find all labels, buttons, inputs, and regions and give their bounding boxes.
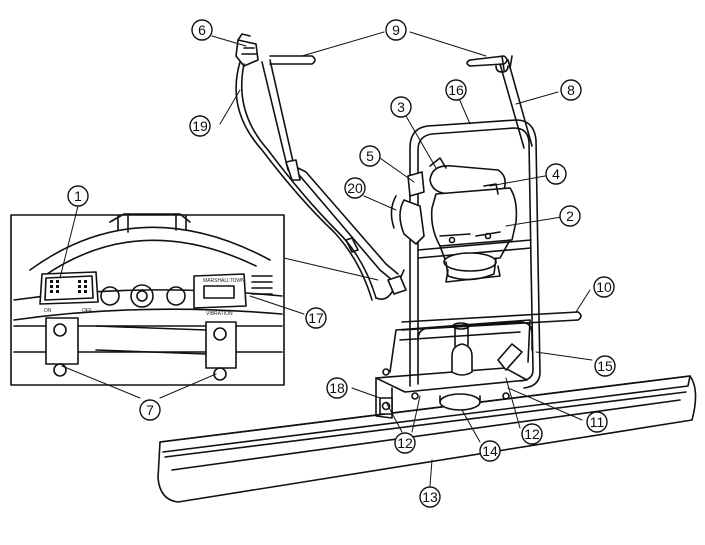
svg-text:8: 8 [567,82,575,98]
callout-12a: 12 [394,432,416,454]
svg-text:12: 12 [397,435,413,451]
callout-2: 2 [559,205,581,227]
svg-text:1: 1 [74,188,82,204]
hour-meter [193,273,273,309]
callout-8: 8 [560,79,582,101]
screed-blade [157,375,697,503]
callout-20: 20 [344,177,366,199]
callout-5: 5 [359,145,381,167]
mount-bracket-right [205,321,237,381]
callout-11: 11 [586,411,608,433]
on-off-switch [39,271,99,305]
callout-3: 3 [390,96,412,118]
callout-1: 1 [67,185,89,207]
svg-text:16: 16 [448,82,464,98]
callout-6: 6 [191,19,213,41]
svg-text:9: 9 [392,22,400,38]
handle-assembly [235,33,533,301]
roll-cage [409,119,541,389]
svg-text:11: 11 [590,414,605,430]
throttle-cable [375,269,407,300]
svg-text:18: 18 [329,380,345,396]
svg-text:6: 6 [198,22,206,38]
meter-brand-label: MARSHALLTOWN [203,278,245,284]
svg-text:10: 10 [596,279,612,295]
svg-text:20: 20 [347,180,363,196]
meter-sub-label: VIBRATION [206,311,233,317]
svg-text:3: 3 [397,99,405,115]
svg-text:2: 2 [566,208,574,224]
callout-10: 10 [593,276,615,298]
callout-16: 16 [445,79,467,101]
svg-text:4: 4 [552,166,560,182]
callout-19: 19 [189,115,211,137]
svg-text:17: 17 [308,310,324,326]
svg-text:19: 19 [192,118,208,134]
switch-on-label: ON [44,308,52,314]
callout-9: 9 [385,19,407,41]
leader-lines [59,31,593,487]
callout-14: 14 [479,440,501,462]
callout-7: 7 [139,399,161,421]
detail-inset [10,213,285,386]
callout-18: 18 [326,377,348,399]
svg-text:5: 5 [366,148,374,164]
callout-17: 17 [305,307,327,329]
switch-off-label: OFF [82,308,92,314]
callout-12b: 12 [521,423,543,445]
callout-13: 13 [419,486,441,508]
svg-text:12: 12 [524,426,540,442]
svg-text:14: 14 [482,443,498,459]
mount-bracket-left [45,317,79,377]
svg-text:15: 15 [597,358,613,374]
svg-text:13: 13 [422,489,438,505]
engine [390,157,518,283]
callouts: 1 2 3 4 5 6 7 8 9 10 11 12 12 13 14 15 1… [67,19,616,508]
callout-4: 4 [545,163,567,185]
svg-text:7: 7 [146,402,154,418]
callout-15: 15 [594,355,616,377]
